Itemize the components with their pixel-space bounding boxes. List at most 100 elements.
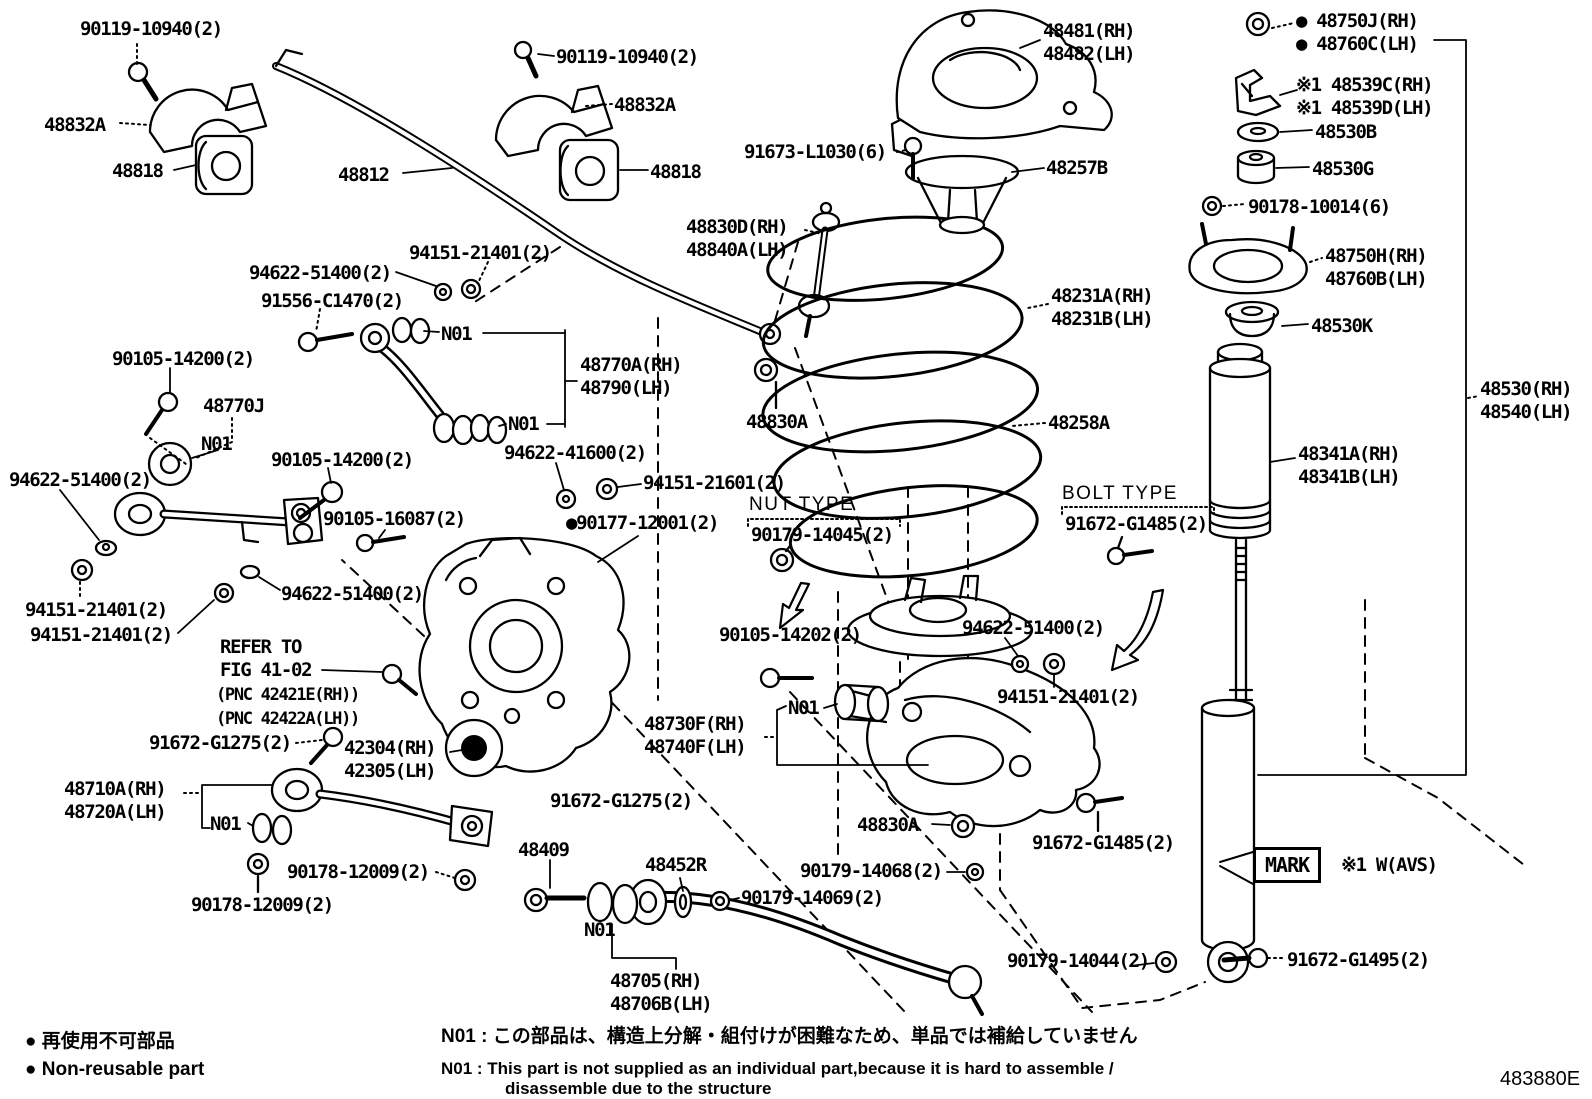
part-label-line: 48705(RH) xyxy=(610,970,703,992)
part-label-line: N01 xyxy=(788,697,820,719)
spring-lower-seat xyxy=(846,574,1034,658)
part-label-line: REFER TO xyxy=(220,636,302,658)
part-label-nut_94151_l2: 94151-21401(2) xyxy=(30,624,173,647)
part-label-avs_note: ※1 W(AVS) xyxy=(1341,854,1438,877)
lock-nut-48750J xyxy=(1245,11,1271,37)
bolt-90105-14200-mid xyxy=(298,480,344,520)
part-label-line: 48770J xyxy=(203,395,265,417)
knuckle xyxy=(418,536,631,778)
upper-arm-48770A xyxy=(359,316,508,446)
part-label-bump_48530K: 48530K xyxy=(1311,315,1373,338)
bracket-lines xyxy=(201,39,1467,970)
part-label-line: 48258A xyxy=(1048,412,1110,434)
part-label-support_48481: 48481(RH)48482(LH) xyxy=(1043,20,1136,66)
part-label-refer_pnc: (PNC 42421E(RH))(PNC 42422A(LH)) xyxy=(216,683,360,731)
part-label-line: 48540(LH) xyxy=(1480,401,1573,423)
stabilizer-bracket-right xyxy=(494,40,614,158)
part-label-n01_e: N01 xyxy=(210,813,242,836)
part-label-nut_90177: ●90177-12001(2) xyxy=(566,512,719,535)
part-label-line: 90179-14069(2) xyxy=(741,887,884,909)
nut-90178-10014 xyxy=(1201,195,1223,217)
part-label-bolt_91672_G1495: 91672-G1495(2) xyxy=(1287,949,1430,972)
part-label-line: 48830A xyxy=(746,411,808,433)
nut-90179-14068 xyxy=(965,862,985,882)
part-label-stab_bolt_left: 90119-10940(2) xyxy=(80,18,223,41)
part-label-line: 48482(LH) xyxy=(1043,43,1136,65)
part-label-line: 48530G xyxy=(1312,158,1374,180)
part-label-n01_b: N01 xyxy=(508,413,540,436)
part-label-nut_94151_top: 94151-21401(2) xyxy=(409,242,552,265)
part-label-stab_bush_right: 48818 xyxy=(650,161,702,184)
part-label-line: ※1 48539C(RH) xyxy=(1296,74,1434,96)
stabilizer-bracket-left xyxy=(127,61,268,154)
figure-code: 483880E xyxy=(1500,1068,1581,1090)
support-48750H xyxy=(1188,222,1308,295)
part-label-line: 90179-14044(2) xyxy=(1007,950,1150,972)
part-label-assy_48530: 48530(RH)48540(LH) xyxy=(1480,378,1573,424)
part-label-washer_48530B: 48530B xyxy=(1315,121,1377,144)
part-label-bolt_91672_G1275_1: 91672-G1275(2) xyxy=(149,732,292,755)
part-label-stab_bracket_right: 48832A xyxy=(614,94,676,117)
part-label-line: 48818 xyxy=(650,161,702,183)
part-label-line: N01 xyxy=(584,919,616,941)
part-label-bracket_48539: ※1 48539C(RH)※1 48539D(LH) xyxy=(1296,74,1434,120)
part-label-line: 48530K xyxy=(1311,315,1373,337)
part-label-line: 94622-51400(2) xyxy=(9,469,152,491)
shock-absorber xyxy=(1200,342,1272,984)
part-label-nut_90179_14045: 90179-14045(2) xyxy=(751,524,894,547)
spring-upper-insulator xyxy=(904,154,1020,235)
part-label-n01_a: N01 xyxy=(441,323,473,346)
part-label-nut_90178_12009_2: 90178-12009(2) xyxy=(191,894,334,917)
part-label-support_48750H: 48750H(RH)48760B(LH) xyxy=(1325,245,1428,291)
arm-48710A xyxy=(251,767,494,848)
part-label-n01_c: N01 xyxy=(201,433,233,456)
stabilizer-bushing-right xyxy=(558,138,620,202)
stabilizer-bar xyxy=(272,48,782,346)
part-label-bolt_90105_14200_l: 90105-14200(2) xyxy=(112,348,255,371)
bump-stop-48530K xyxy=(1224,300,1280,338)
part-label-line: ●90177-12001(2) xyxy=(566,512,719,534)
part-label-line: 94622-51400(2) xyxy=(962,617,1105,639)
bolt-91672-G1485-bottom xyxy=(1075,792,1124,833)
bolt-90105-14200-left xyxy=(144,391,179,436)
note-n01-en2: disassemble due to the structure xyxy=(505,1079,772,1098)
part-label-line: 94151-21401(2) xyxy=(409,242,552,264)
nuts-90178-12009 xyxy=(246,852,477,894)
part-label-line: 90178-12009(2) xyxy=(191,894,334,916)
part-label-washer_94622_left: 94622-51400(2) xyxy=(9,469,152,492)
bolt-type-callout xyxy=(1061,506,1215,515)
part-label-nut_94151_right: 94151-21401(2) xyxy=(997,686,1140,709)
part-label-line: 90105-16087(2) xyxy=(323,508,466,530)
part-label-line: (PNC 42422A(LH)) xyxy=(216,709,360,729)
part-label-line: 48760B(LH) xyxy=(1325,268,1428,290)
bolt-90105-16087 xyxy=(355,533,406,553)
part-label-washer_94622_41600: 94622-41600(2) xyxy=(504,442,647,465)
part-label-line: 90105-14200(2) xyxy=(112,348,255,370)
bracket-48539 xyxy=(1234,68,1282,117)
part-label-line: 94622-51400(2) xyxy=(281,583,424,605)
part-label-line: 48832A xyxy=(44,114,106,136)
part-label-line: 91672-G1485(2) xyxy=(1065,513,1208,535)
part-label-stab_bracket_left: 48832A xyxy=(44,114,106,137)
part-label-line: 48830D(RH) xyxy=(686,216,789,238)
nut-type-callout xyxy=(747,518,901,527)
part-label-line: 91673-L1030(6) xyxy=(744,141,887,163)
part-label-line: 48840A(LH) xyxy=(686,239,789,261)
part-label-nut_90179_14044: 90179-14044(2) xyxy=(1007,950,1150,973)
part-label-stab_bush_left: 48818 xyxy=(112,160,164,183)
part-label-bolt_91556: 91556-C1470(2) xyxy=(261,290,404,313)
part-label-line: 90178-10014(6) xyxy=(1248,196,1391,218)
part-label-bolt_91672_G1275_2: 91672-G1275(2) xyxy=(550,790,693,813)
part-label-line: N01 xyxy=(508,413,540,435)
part-label-line: 91672-G1495(2) xyxy=(1287,949,1430,971)
part-label-bolt_48409: 48409 xyxy=(518,839,570,862)
part-label-line: ● 48750J(RH) xyxy=(1296,10,1419,32)
coil-spring xyxy=(761,215,1043,579)
part-label-line: 91672-G1485(2) xyxy=(1032,832,1175,854)
part-label-stab_bar: 48812 xyxy=(338,164,390,187)
part-label-line: ● 48760C(LH) xyxy=(1296,33,1419,55)
part-label-line: N01 xyxy=(201,433,233,455)
part-label-line: 90119-10940(2) xyxy=(80,18,223,40)
